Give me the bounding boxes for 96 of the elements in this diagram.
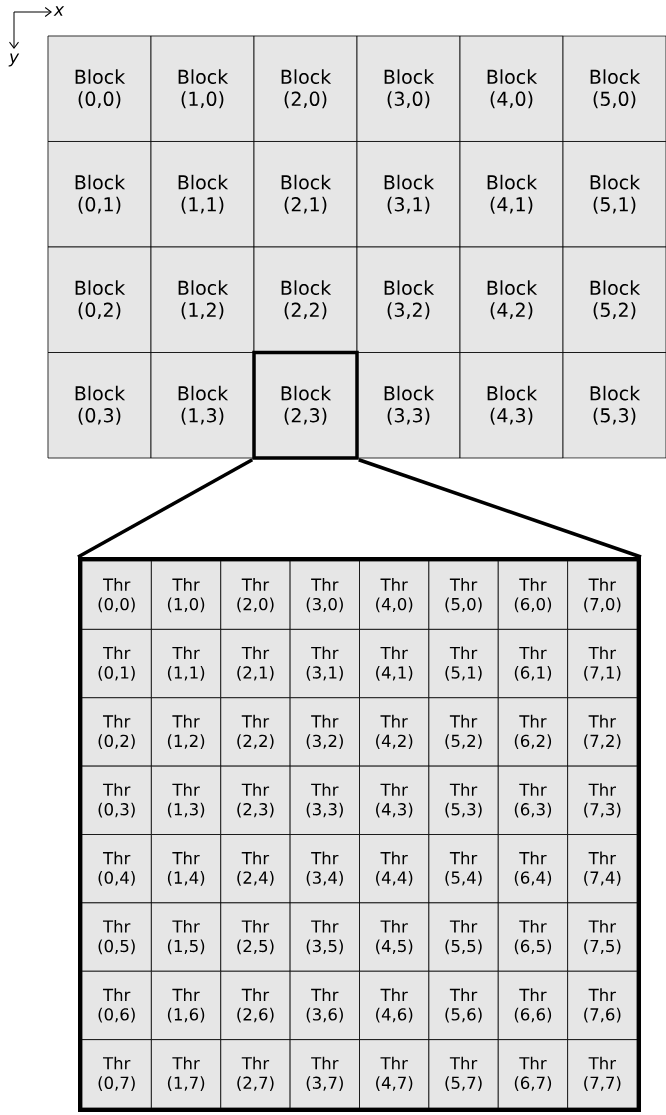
thread-cell: Thr (1,1) bbox=[150, 629, 222, 699]
thread-cell: Thr (3,5) bbox=[289, 902, 360, 972]
thread-cell: Thr (7,6) bbox=[567, 970, 638, 1041]
thread-cell: Thr (6,1) bbox=[497, 629, 569, 699]
thread-cell: Thr (2,5) bbox=[220, 902, 291, 972]
thread-cell: Thr (3,4) bbox=[289, 834, 360, 904]
thread-cell: Thr (0,1) bbox=[81, 629, 152, 699]
zoom-frame bbox=[78, 557, 641, 1112]
thread-cell: Thr (7,0) bbox=[567, 560, 638, 630]
node-label: Block (5,2) bbox=[590, 280, 641, 320]
block-cell: Block (0,1) bbox=[47, 141, 152, 248]
thread-cell: Thr (6,6) bbox=[497, 970, 569, 1041]
thread-cell: Thr (2,6) bbox=[220, 970, 291, 1041]
block-cell: Block (0,0) bbox=[47, 35, 152, 142]
thread-cell: Thr (4,3) bbox=[359, 765, 430, 835]
axis-label: x bbox=[53, 6, 65, 16]
thread-cell: Thr (0,7) bbox=[81, 1039, 152, 1109]
thread-cell: Thr (6,3) bbox=[497, 765, 569, 835]
thread-cell: Thr (1,6) bbox=[150, 970, 222, 1041]
block-cell: Block (4,1) bbox=[459, 141, 564, 248]
thread-cell: Thr (4,2) bbox=[359, 697, 430, 767]
thread-cell: Thr (6,7) bbox=[497, 1039, 569, 1109]
thread-cell: Thr (2,0) bbox=[220, 560, 291, 630]
thread-cell: Thr (1,5) bbox=[150, 902, 222, 972]
thread-cell: Thr (0,5) bbox=[81, 902, 152, 972]
thread-cell: Thr (7,2) bbox=[567, 697, 638, 767]
block-cell: Block (1,1) bbox=[150, 141, 255, 248]
thread-cell: Thr (0,6) bbox=[81, 970, 152, 1041]
thread-cell: Thr (3,2) bbox=[289, 697, 360, 767]
block-cell: Block (3,3) bbox=[356, 352, 461, 459]
thread-cell: Thr (4,1) bbox=[359, 629, 430, 699]
thread-cell: Thr (2,2) bbox=[220, 697, 291, 767]
thread-cell: Thr (0,0) bbox=[81, 560, 152, 630]
block-cell: Block (3,1) bbox=[356, 141, 461, 248]
thread-cell: Thr (4,6) bbox=[359, 970, 430, 1041]
thread-cell: Thr (5,0) bbox=[428, 560, 499, 630]
zoom-line bbox=[77, 458, 254, 559]
thread-cell: Thr (0,2) bbox=[81, 697, 152, 767]
thread-cell: Thr (5,2) bbox=[428, 697, 499, 767]
thread-cell: Thr (1,3) bbox=[150, 765, 222, 835]
block-cell: Block (2,2) bbox=[253, 246, 358, 353]
thread-cell: Thr (3,3) bbox=[289, 765, 360, 835]
thread-cell: Thr (7,4) bbox=[567, 834, 638, 904]
thread-cell: Thr (1,2) bbox=[150, 697, 222, 767]
thread-cell: Thr (2,1) bbox=[220, 629, 291, 699]
block-cell: Block (1,2) bbox=[150, 246, 255, 353]
thread-cell: Thr (1,4) bbox=[150, 834, 222, 904]
block-cell: Block (3,0) bbox=[356, 35, 461, 142]
block-cell: Block (5,0) bbox=[562, 35, 666, 142]
thread-cell: Thr (4,4) bbox=[359, 834, 430, 904]
block-cell: Block (0,3) bbox=[47, 352, 152, 459]
thread-cell: Thr (3,7) bbox=[289, 1039, 360, 1109]
node-label: Block (5,3) bbox=[590, 385, 641, 425]
thread-cell: Thr (0,4) bbox=[81, 834, 152, 904]
thread-cell: Thr (5,5) bbox=[428, 902, 499, 972]
block-cell: Block (1,0) bbox=[150, 35, 255, 142]
block-cell: Block (2,0) bbox=[253, 35, 358, 142]
thread-cell: Thr (5,4) bbox=[428, 834, 499, 904]
thread-cell: Thr (7,7) bbox=[567, 1039, 638, 1109]
thread-cell: Thr (7,5) bbox=[567, 902, 638, 972]
thread-cell: Thr (5,1) bbox=[428, 629, 499, 699]
thread-cell: Thr (2,4) bbox=[220, 834, 291, 904]
thread-cell: Thr (6,4) bbox=[497, 834, 569, 904]
thread-cell: Thr (6,2) bbox=[497, 697, 569, 767]
thread-cell: Thr (4,0) bbox=[359, 560, 430, 630]
block-cell: Block (2,1) bbox=[253, 141, 358, 248]
thread-cell: Thr (5,7) bbox=[428, 1039, 499, 1109]
block-cell: Block (5,3) bbox=[562, 352, 666, 459]
thread-cell: Thr (5,6) bbox=[428, 970, 499, 1041]
thread-cell: Thr (7,3) bbox=[567, 765, 638, 835]
thread-cell: Thr (2,3) bbox=[220, 765, 291, 835]
node-label: Block (5,0) bbox=[590, 69, 641, 109]
block-cell: Block (4,0) bbox=[459, 35, 564, 142]
thread-cell: Thr (5,3) bbox=[428, 765, 499, 835]
block-cell: Block (4,2) bbox=[459, 246, 564, 353]
thread-cell: Thr (3,1) bbox=[289, 629, 360, 699]
block-cell: Block (5,1) bbox=[562, 141, 666, 248]
thread-cell: Thr (2,7) bbox=[220, 1039, 291, 1109]
thread-cell: Thr (4,7) bbox=[359, 1039, 430, 1109]
thread-cell: Thr (1,0) bbox=[150, 560, 222, 630]
thread-cell: Thr (0,3) bbox=[81, 765, 152, 835]
thread-cell: Thr (6,5) bbox=[497, 902, 569, 972]
block-cell: Block (3,2) bbox=[356, 246, 461, 353]
axis-label: y bbox=[8, 53, 20, 67]
block-cell: Block (2,3) bbox=[252, 350, 359, 460]
zoom-line bbox=[358, 458, 642, 559]
block-cell: Block (4,3) bbox=[459, 352, 564, 459]
block-cell: Block (5,2) bbox=[562, 246, 666, 353]
thread-cell: Thr (3,0) bbox=[289, 560, 360, 630]
thread-cell: Thr (7,1) bbox=[567, 629, 638, 699]
thread-cell: Thr (6,0) bbox=[497, 560, 569, 630]
thread-cell: Thr (4,5) bbox=[359, 902, 430, 972]
thread-cell: Thr (1,7) bbox=[150, 1039, 222, 1109]
block-cell: Block (1,3) bbox=[150, 352, 255, 459]
block-cell: Block (0,2) bbox=[47, 246, 152, 353]
thread-cell: Thr (3,6) bbox=[289, 970, 360, 1041]
